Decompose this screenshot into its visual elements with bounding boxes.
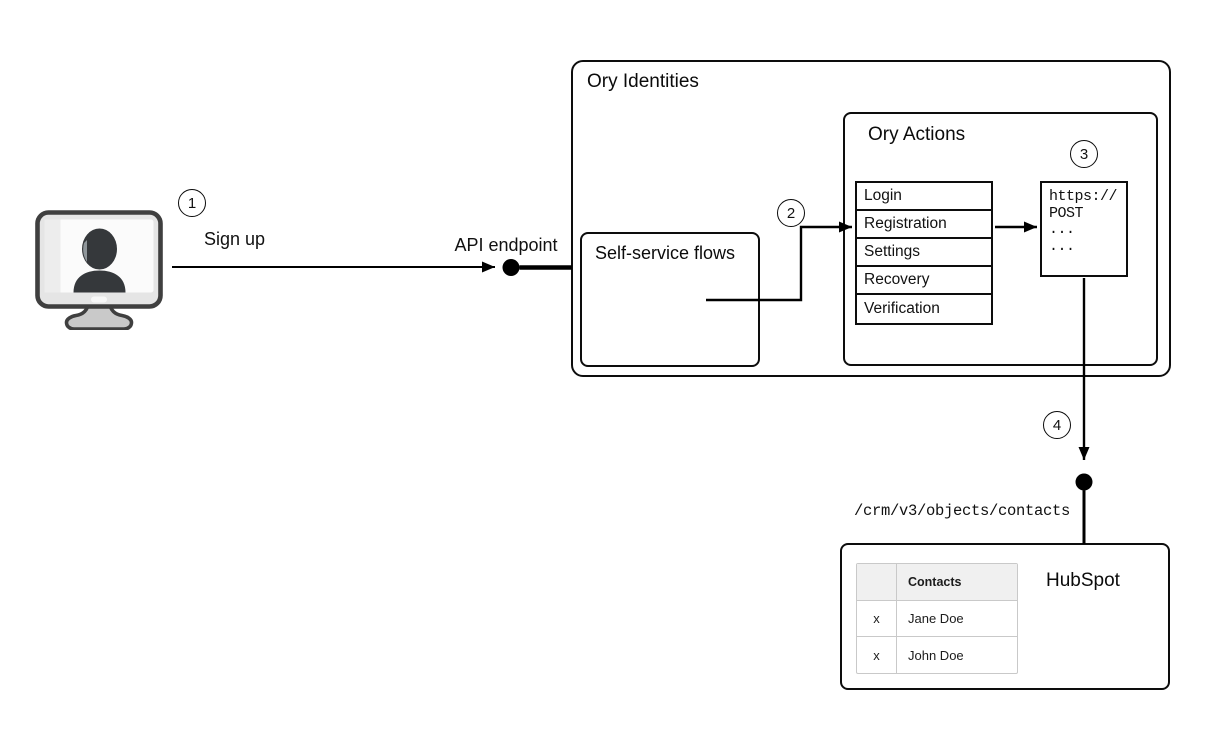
ory-identities-title: Ory Identities bbox=[587, 71, 699, 92]
flow-row-verification: Verification bbox=[857, 295, 991, 323]
webhook-request-box: https:// POST ... ... bbox=[1040, 181, 1128, 277]
step-4-badge: 4 bbox=[1043, 411, 1071, 439]
code-line: ... bbox=[1049, 221, 1075, 238]
contacts-header-label: Contacts bbox=[897, 564, 1017, 601]
api-endpoint-label: API endpoint bbox=[454, 235, 558, 255]
crm-path-label: /crm/v3/objects/contacts bbox=[853, 502, 1070, 520]
contact-name: John Doe bbox=[908, 647, 964, 663]
monitor-stand bbox=[64, 301, 134, 330]
step-3-badge: 3 bbox=[1070, 140, 1098, 168]
step-1-badge: 1 bbox=[178, 189, 206, 217]
code-line: POST bbox=[1049, 204, 1084, 222]
contact-mark: x bbox=[857, 637, 897, 673]
monitor-power-light bbox=[91, 296, 107, 303]
flow-row-settings: Settings bbox=[857, 239, 991, 267]
self-service-flows-box: Self-service flows bbox=[580, 232, 760, 367]
sign-up-label: Sign up bbox=[204, 229, 266, 249]
flow-row-recovery: Recovery bbox=[857, 267, 991, 295]
contacts-table-row: x Jane Doe bbox=[857, 601, 1017, 637]
api-endpoint-dot-icon bbox=[502, 259, 520, 276]
contact-mark: x bbox=[857, 601, 897, 637]
self-service-flows-title: Self-service flows bbox=[595, 243, 736, 263]
contacts-table: Contacts x Jane Doe x John Doe bbox=[856, 563, 1018, 674]
flow-row-registration: Registration bbox=[857, 211, 991, 239]
code-line: ... bbox=[1049, 237, 1075, 255]
ory-actions-title: Ory Actions bbox=[868, 124, 966, 145]
contact-name: Jane Doe bbox=[897, 601, 1017, 637]
flow-list: Login Registration Settings Recovery Ver… bbox=[855, 181, 993, 325]
screen-shade bbox=[44, 219, 61, 293]
contacts-table-header: Contacts bbox=[857, 564, 1017, 601]
user-silhouette-icon bbox=[73, 228, 126, 293]
step-2-badge: 2 bbox=[777, 199, 805, 227]
hubspot-endpoint-dot-icon bbox=[1075, 473, 1093, 491]
flow-row-login: Login bbox=[857, 183, 991, 211]
contacts-header-mark-cell bbox=[857, 564, 897, 601]
contacts-table-row: x John Doe bbox=[857, 637, 1017, 673]
user-terminal-icon bbox=[35, 210, 163, 330]
code-line: https:// bbox=[1049, 188, 1118, 205]
hubspot-title: HubSpot bbox=[1046, 570, 1120, 591]
